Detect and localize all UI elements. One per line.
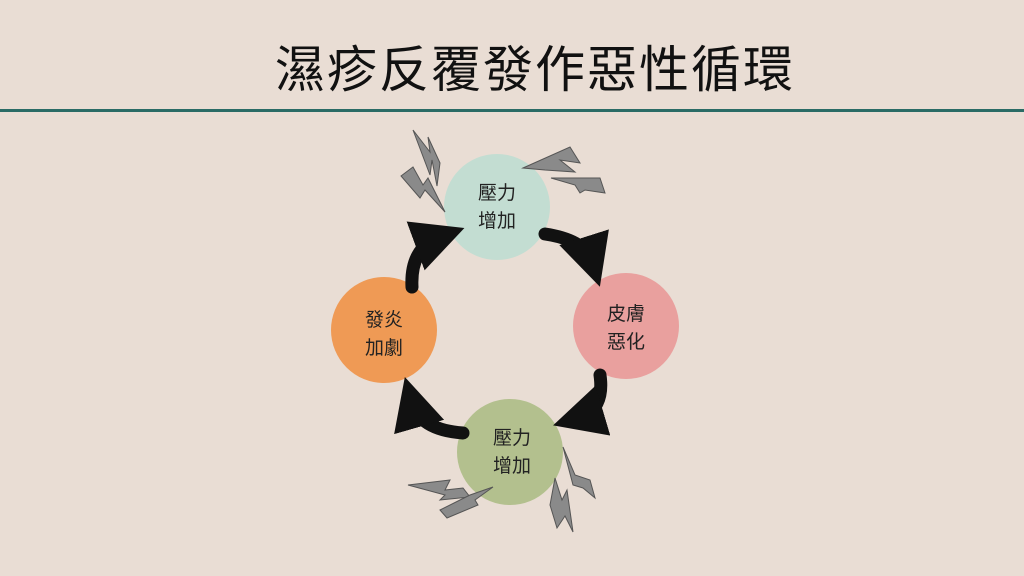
arrow-left-to-top	[405, 221, 465, 294]
node-right-line2: 惡化	[606, 331, 645, 353]
node-top: 壓力 增加	[447, 179, 547, 235]
lightning-icon	[400, 166, 446, 213]
lightning-icon	[550, 177, 606, 194]
lightning-icon	[562, 446, 596, 500]
node-circle-bottom	[457, 399, 563, 505]
node-bottom-line1: 壓力	[492, 427, 531, 449]
lightning-icon	[521, 146, 581, 173]
page-title: 濕疹反覆發作惡性循環	[275, 41, 795, 99]
arrow-bottom-to-left	[394, 377, 470, 440]
node-bottom-line2: 增加	[492, 455, 531, 477]
node-circle-right	[573, 273, 679, 379]
lightning-icon	[412, 129, 441, 187]
arrow-right-to-bottom	[553, 368, 611, 436]
lightning-icon	[407, 479, 471, 501]
node-right: 皮膚 惡化	[576, 300, 676, 356]
node-left-line1: 發炎	[364, 309, 403, 331]
node-bottom: 壓力 增加	[462, 424, 562, 480]
title-divider	[0, 109, 1024, 112]
node-left-line2: 加劇	[364, 337, 403, 359]
node-right-line1: 皮膚	[606, 303, 645, 325]
node-circle-left	[331, 277, 437, 383]
node-circle-top	[444, 154, 550, 260]
lightning-icon	[439, 486, 494, 519]
arrow-top-to-right	[538, 227, 609, 287]
node-top-line1: 壓力	[477, 182, 516, 204]
node-top-line2: 增加	[477, 210, 516, 232]
lightning-icon	[549, 477, 574, 533]
node-left: 發炎 加劇	[334, 306, 434, 362]
